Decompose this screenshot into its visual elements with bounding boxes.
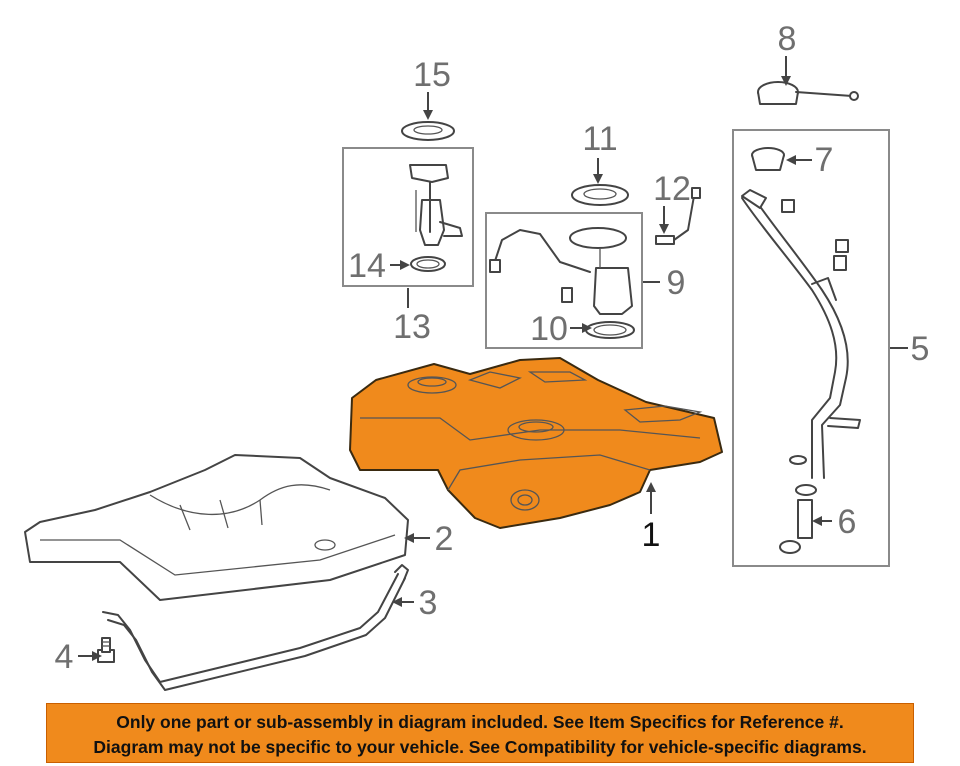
callout-4: 4 bbox=[55, 638, 74, 676]
callout-11: 11 bbox=[582, 120, 617, 158]
callout-10: 10 bbox=[530, 310, 568, 348]
lock-ring-11 bbox=[571, 184, 629, 206]
callout-12: 12 bbox=[653, 170, 691, 208]
disclaimer-banner: Only one part or sub-assembly in diagram… bbox=[46, 703, 914, 763]
seal-7 bbox=[751, 147, 785, 171]
lock-ring-15 bbox=[401, 121, 455, 141]
fuel-pump-module bbox=[489, 227, 633, 315]
callout-2: 2 bbox=[435, 520, 454, 558]
callout-3: 3 bbox=[419, 584, 438, 622]
callout-6: 6 bbox=[838, 503, 857, 541]
callout-5: 5 bbox=[911, 330, 930, 368]
fuel-level-sender bbox=[409, 164, 463, 246]
seal-10 bbox=[585, 321, 635, 339]
group-box-fuel-sender bbox=[342, 147, 474, 287]
filler-pipe bbox=[741, 189, 861, 479]
group-box-filler-pipe bbox=[732, 129, 890, 567]
fuel-cap-8 bbox=[757, 81, 859, 105]
hose-6 bbox=[779, 484, 817, 554]
callout-13: 13 bbox=[393, 308, 431, 346]
tank-strap bbox=[102, 564, 409, 691]
callout-1: 1 bbox=[642, 516, 661, 554]
callout-9: 9 bbox=[667, 264, 686, 302]
callout-15: 15 bbox=[413, 56, 451, 94]
seal-14 bbox=[410, 256, 446, 272]
callout-14: 14 bbox=[348, 247, 386, 285]
leader-lines bbox=[78, 56, 908, 661]
disclaimer-line-2: Diagram may not be specific to your vehi… bbox=[93, 737, 867, 757]
sensor-12 bbox=[655, 187, 701, 245]
callout-8: 8 bbox=[778, 20, 797, 58]
heat-shield bbox=[24, 454, 409, 601]
callout-7: 7 bbox=[815, 141, 834, 179]
disclaimer-line-1: Only one part or sub-assembly in diagram… bbox=[116, 712, 844, 732]
group-box-fuel-pump bbox=[485, 212, 643, 349]
fuel-tank bbox=[349, 357, 723, 529]
bolt bbox=[97, 637, 115, 663]
